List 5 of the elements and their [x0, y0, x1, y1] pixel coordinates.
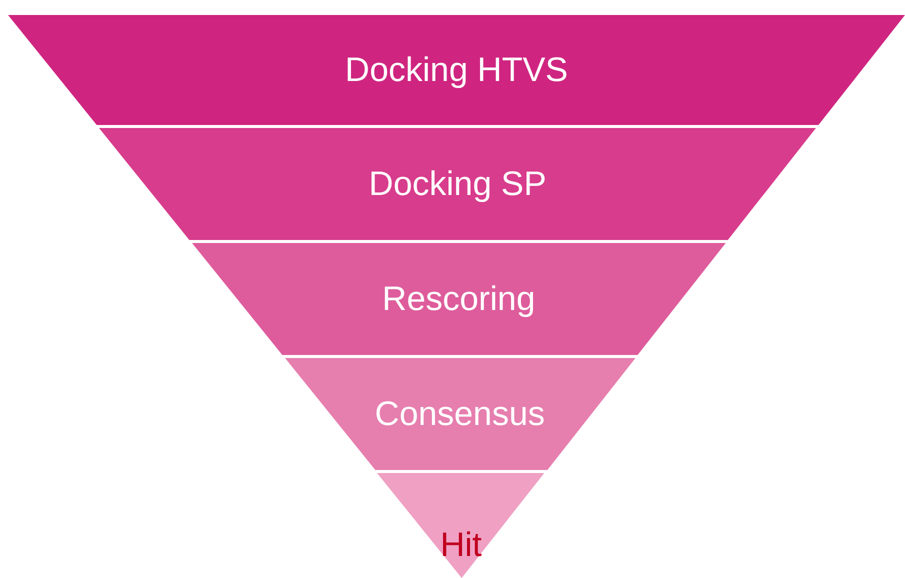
stage-label: Hit [440, 525, 482, 566]
stage-label: Consensus [374, 394, 545, 434]
stage-label: Docking SP [368, 164, 546, 204]
stage-label: Docking HTVS [345, 50, 568, 90]
stage-label: Rescoring [382, 278, 536, 320]
